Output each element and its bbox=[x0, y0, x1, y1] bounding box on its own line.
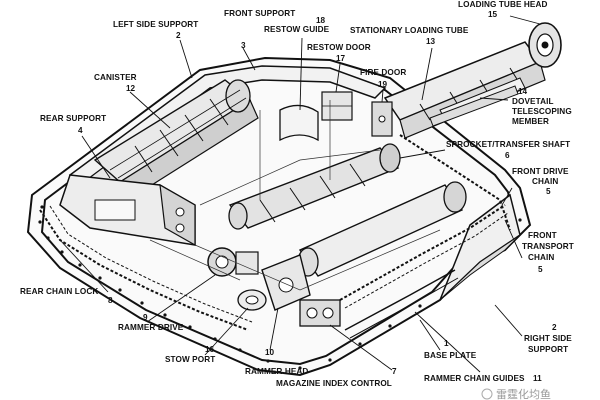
right-side-support bbox=[439, 193, 521, 301]
label-front-transport-chain-line2: TRANSPORT bbox=[522, 242, 574, 251]
label-stow-port: STOW PORT bbox=[165, 355, 215, 364]
rammer-chain-guides bbox=[344, 269, 459, 339]
watermark: 雷霆化均鱼 bbox=[481, 387, 551, 400]
number-loading-tube-head: 15 bbox=[488, 10, 498, 19]
label-canister: CANISTER bbox=[94, 73, 137, 82]
label-dovetail-line1: DOVETAIL bbox=[512, 97, 554, 106]
label-base-plate: BASE PLATE bbox=[424, 351, 477, 360]
rear-support-block bbox=[59, 174, 196, 247]
label-left-side-support: LEFT SIDE SUPPORT bbox=[113, 20, 198, 29]
canister-bands bbox=[134, 98, 229, 173]
number-rear-chain-lock: 8 bbox=[108, 296, 113, 305]
restow-door bbox=[321, 91, 353, 121]
loading-tube-head bbox=[528, 22, 562, 68]
label-dovetail-line2: TELESCOPING bbox=[512, 107, 572, 116]
label-right-side-support-line1: RIGHT SIDE bbox=[524, 334, 572, 343]
number-rammer-drive: 9 bbox=[143, 313, 148, 322]
label-rammer-drive: RAMMER DRIVE bbox=[118, 323, 184, 332]
label-front-drive-chain-line2: CHAIN bbox=[532, 177, 558, 186]
label-front-transport-chain-line1: FRONT bbox=[528, 231, 557, 240]
label-magazine-index-control: MAGAZINE INDEX CONTROL bbox=[276, 379, 392, 388]
restow-guide bbox=[279, 104, 319, 142]
watermark-text: 雷霆化均鱼 bbox=[496, 387, 551, 400]
label-front-support: FRONT SUPPORT bbox=[224, 9, 295, 18]
number-right-side-support: 2 bbox=[552, 323, 557, 332]
label-restow-guide: RESTOW GUIDE bbox=[264, 25, 330, 34]
number-rammer-chain-guides: 11 bbox=[533, 374, 542, 383]
label-sprocket-transfer-shaft: SPROCKET/TRANSFER SHAFT bbox=[446, 140, 570, 149]
number-front-support: 3 bbox=[241, 41, 246, 50]
callout-labels: LOADING TUBE HEAD 15 FRONT SUPPORT 3 LEF… bbox=[20, 0, 574, 388]
number-stationary-loading-tube: 13 bbox=[426, 37, 436, 46]
number-rammer-head: 10 bbox=[265, 348, 275, 357]
number-dovetail: 14 bbox=[518, 87, 528, 96]
rammer-head bbox=[261, 254, 311, 311]
tray-detail-lines bbox=[149, 100, 441, 291]
label-rear-support: REAR SUPPORT bbox=[40, 114, 106, 123]
label-front-drive-chain-line1: FRONT DRIVE bbox=[512, 167, 569, 176]
number-restow-door: 17 bbox=[336, 54, 346, 63]
number-restow-guide: 18 bbox=[316, 16, 326, 25]
sprocket-transfer-shaft bbox=[228, 143, 401, 230]
label-dovetail-line3: MEMBER bbox=[512, 117, 549, 126]
magazine-index-control bbox=[299, 299, 341, 327]
stow-port bbox=[237, 289, 267, 311]
front-transport-chain bbox=[339, 204, 509, 309]
number-fire-door: 19 bbox=[378, 80, 388, 89]
rear-chain bbox=[39, 205, 253, 331]
label-rear-chain-lock: REAR CHAIN LOCK bbox=[20, 287, 98, 296]
label-front-transport-chain-line3: CHAIN bbox=[528, 253, 554, 262]
leader-lines bbox=[59, 15, 541, 373]
front-drive-chain bbox=[399, 134, 511, 231]
label-rammer-head: RAMMER HEAD bbox=[245, 367, 308, 376]
label-restow-door: RESTOW DOOR bbox=[307, 43, 371, 52]
rammer-drive bbox=[207, 247, 259, 277]
label-stationary-loading-tube: STATIONARY LOADING TUBE bbox=[350, 26, 469, 35]
label-right-side-support-line2: SUPPORT bbox=[528, 345, 568, 354]
number-sprocket-transfer-shaft: 6 bbox=[505, 151, 510, 160]
watermark-logo-icon bbox=[481, 388, 493, 400]
fire-door bbox=[371, 101, 393, 137]
canister bbox=[93, 79, 259, 201]
number-front-drive-chain: 5 bbox=[546, 187, 551, 196]
label-rammer-chain-guides: RAMMER CHAIN GUIDES bbox=[424, 374, 525, 383]
number-stow-port: 16 bbox=[205, 345, 215, 354]
transfer-canister bbox=[297, 181, 467, 277]
label-fire-door: FIRE DOOR bbox=[360, 68, 406, 77]
number-front-transport-chain: 5 bbox=[538, 265, 543, 274]
number-rear-support: 4 bbox=[78, 126, 83, 135]
label-loading-tube-head: LOADING TUBE HEAD bbox=[458, 0, 548, 9]
dovetail-telescoping-member bbox=[429, 77, 526, 127]
number-left-side-support: 2 bbox=[176, 31, 181, 40]
number-base-plate: 1 bbox=[444, 339, 449, 348]
number-magazine-index-control: 7 bbox=[392, 367, 397, 376]
number-canister: 12 bbox=[126, 84, 136, 93]
